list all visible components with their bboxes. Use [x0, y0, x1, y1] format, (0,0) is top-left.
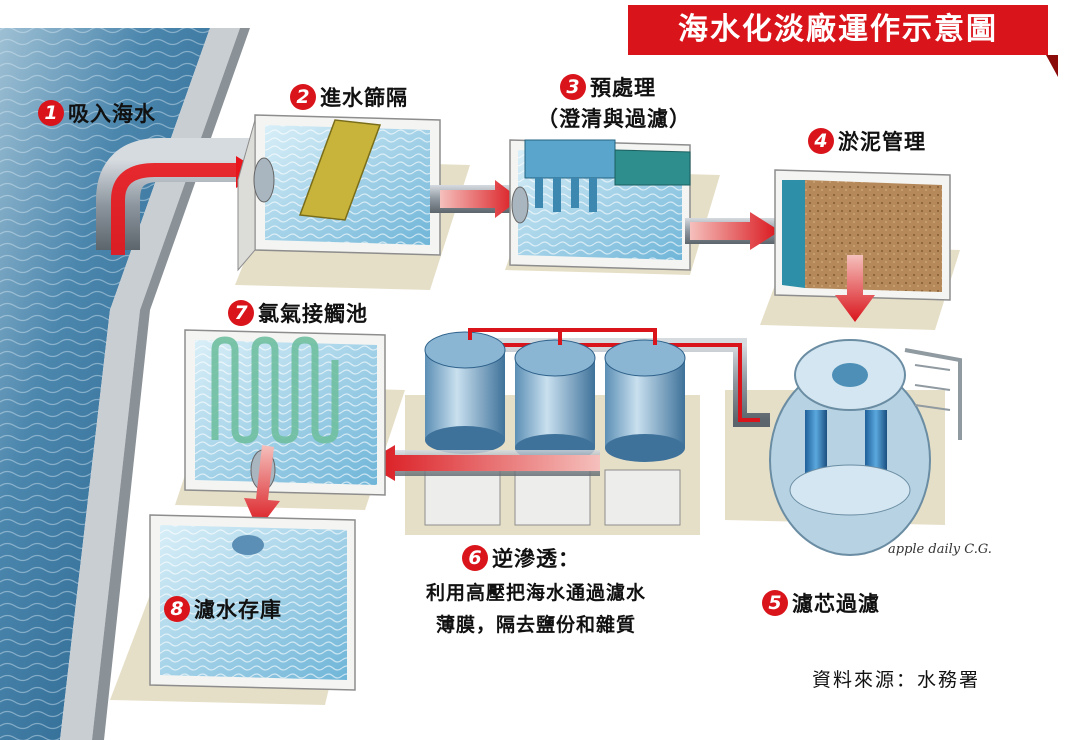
artist-credit: apple daily C.G.: [888, 542, 992, 557]
step-6-text: 逆滲透：: [492, 547, 580, 571]
step-7-text: 氯氣接觸池: [258, 302, 368, 326]
step-4-number: 4: [808, 128, 834, 154]
sea: [0, 28, 210, 740]
step-6-desc-line-2: 薄膜，隔去鹽份和雜質: [435, 614, 636, 636]
title-banner: 海水化淡廠運作示意圖: [628, 5, 1058, 77]
step-6-number: 6: [462, 545, 488, 571]
screening-tank: [235, 114, 470, 290]
step-4-text: 淤泥管理: [838, 130, 926, 154]
pretreatment-tank: [505, 139, 720, 275]
arrow-7-to-8: [244, 445, 280, 530]
step-8-number: 8: [164, 596, 190, 622]
reverse-osmosis-units: [405, 328, 700, 535]
storage-tank: [110, 514, 356, 705]
step-2-text: 進水篩隔: [320, 86, 408, 110]
source-note: 資料來源：水務署: [812, 669, 981, 691]
pipe-2-to-3: [430, 180, 520, 218]
title-fold: [1046, 55, 1058, 77]
step-5-number: 5: [762, 590, 788, 616]
arrow-6-to-7: [365, 445, 600, 481]
step-3-number: 3: [560, 74, 586, 100]
pipe-3-to-4: [685, 212, 780, 250]
arrow-4-to-5: [835, 255, 875, 322]
step-7-number: 7: [228, 300, 254, 326]
step-3-text: 預處理: [590, 76, 656, 100]
step-5-text: 濾芯過濾: [792, 592, 880, 616]
step-1-number: 1: [38, 100, 64, 126]
step-1-text: 吸入海水: [68, 102, 156, 126]
cartridge-filter: [725, 339, 962, 556]
step-3-sub: （澄清與過濾）: [537, 103, 691, 133]
step-2-number: 2: [290, 84, 316, 110]
step-6-desc-line-1: 利用高壓把海水通過濾水: [425, 582, 646, 604]
step-8-text: 濾水存庫: [194, 598, 282, 622]
chlorine-tank: [175, 329, 405, 510]
diagram-title: 海水化淡廠運作示意圖: [628, 5, 1048, 55]
sea-wall: [60, 28, 250, 740]
step-3-subtext: （澄清與過濾）: [537, 107, 691, 131]
